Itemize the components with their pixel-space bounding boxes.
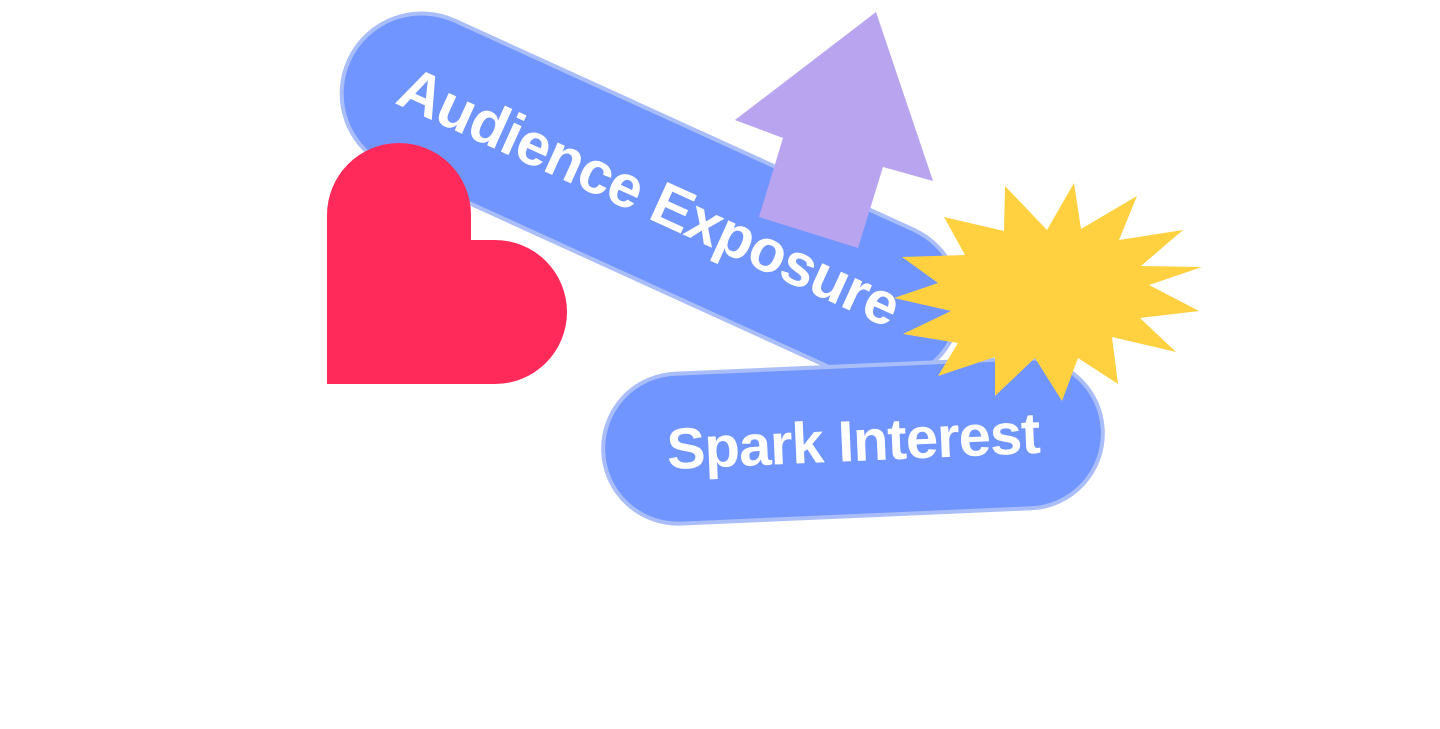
spark-interest-pill-shape bbox=[601, 356, 1105, 526]
arrow-up-icon bbox=[735, 12, 933, 248]
heart-icon bbox=[327, 143, 567, 384]
spark-interest-pill: Spark Interest bbox=[601, 356, 1105, 526]
starburst-icon bbox=[894, 183, 1202, 401]
